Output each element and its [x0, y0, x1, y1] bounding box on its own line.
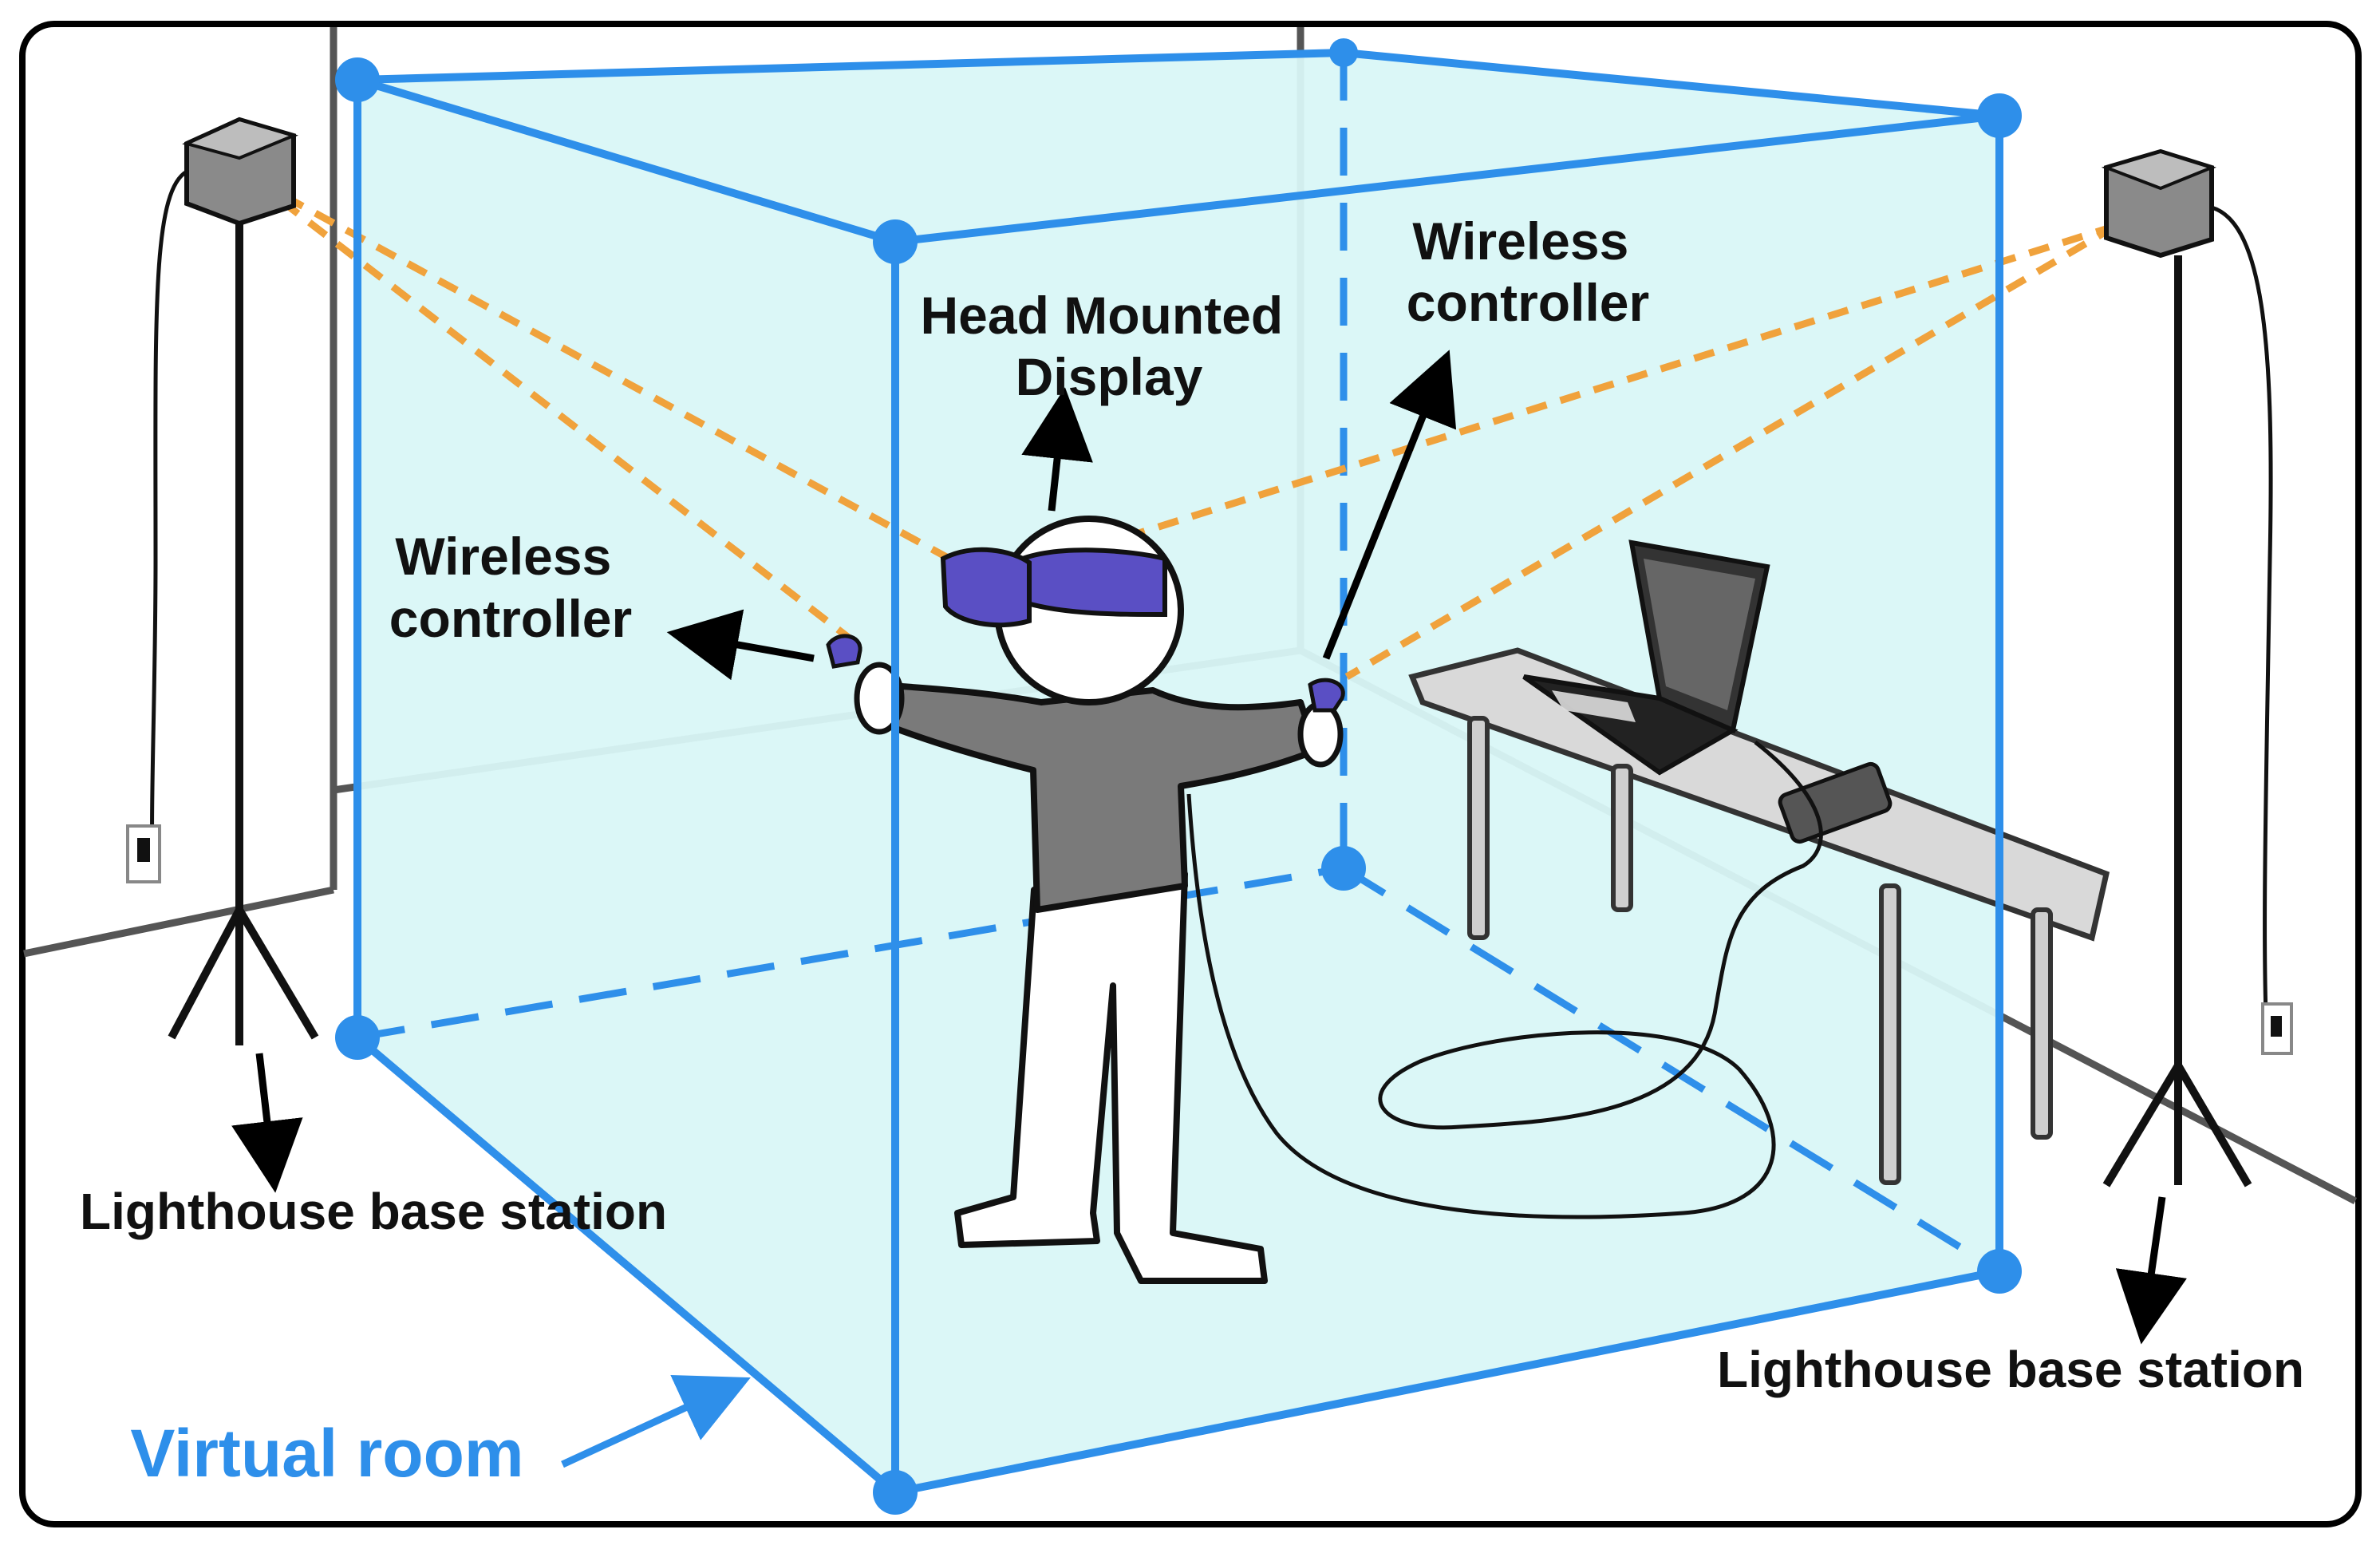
base-station-icon	[182, 117, 299, 227]
hmd-label-line1: Head Mounted	[921, 286, 1284, 345]
tripod-icon	[2102, 255, 2252, 1187]
base-station-icon	[2101, 148, 2216, 259]
controller-left-label-line1: Wireless	[395, 527, 611, 586]
annotation-arrows	[231, 350, 2187, 1345]
power-outlet-icon	[126, 824, 161, 883]
virtual-room-arrow	[561, 1374, 751, 1468]
controller-right-label-line2: controller	[1407, 273, 1649, 332]
hmd-label-line2: Display	[1016, 347, 1203, 406]
hmd-label: Head Mounted Display	[921, 286, 1298, 406]
controller-right-label-line1: Wireless	[1412, 211, 1628, 271]
base-station-right	[2101, 148, 2293, 1187]
controller-left-label: Wireless controller	[389, 527, 632, 648]
controller-right-label: Wireless controller	[1407, 211, 1649, 332]
virtual-room-label: Virtual room	[130, 1416, 523, 1491]
power-outlet-icon	[2261, 1002, 2293, 1055]
laptop-icon	[1522, 539, 1893, 844]
base-station-left	[126, 117, 319, 1045]
room-visible-edges	[353, 49, 2003, 1496]
person-icon	[826, 516, 1345, 1284]
cable-icon	[1186, 741, 1823, 1219]
base-station-left-label: Lighthouse base station	[80, 1183, 667, 1240]
base-station-right-label: Lighthouse base station	[1717, 1341, 2304, 1398]
controller-left-label-line2: controller	[389, 589, 632, 648]
headset-icon	[940, 547, 1167, 628]
tripod-icon	[168, 223, 319, 1045]
room-corner-markers	[335, 38, 2022, 1515]
tracking-beams	[251, 176, 2118, 680]
controller-icon	[826, 634, 1345, 713]
